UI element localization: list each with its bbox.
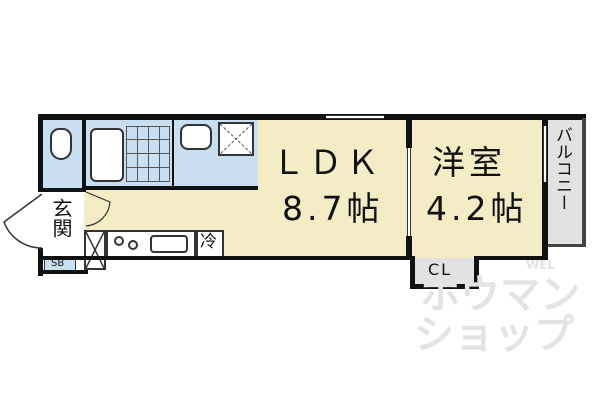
wall-bottom-right bbox=[476, 256, 546, 260]
laundry-pan-x bbox=[219, 123, 253, 155]
washroom-partition bbox=[172, 120, 174, 188]
entrance-label: 玄関 bbox=[46, 198, 76, 242]
watermark-small: WEL bbox=[526, 258, 556, 272]
closet-right-wall bbox=[474, 256, 479, 288]
balcony-label-text: バルコニー bbox=[552, 126, 572, 211]
western-room-name: 洋室 bbox=[432, 143, 506, 182]
partition-wall-lower bbox=[406, 236, 412, 258]
wall-bottom bbox=[38, 256, 414, 260]
wall-top bbox=[38, 114, 586, 120]
entrance-door-swing bbox=[3, 193, 43, 249]
stove-burner-icon bbox=[114, 236, 124, 246]
window-balcony-door bbox=[543, 126, 547, 182]
balcony-rail-bottom bbox=[548, 244, 586, 247]
closet-label: CL bbox=[428, 260, 453, 279]
sliding-door bbox=[407, 148, 411, 236]
ldk-room-name: ＬＤＫ bbox=[272, 143, 383, 182]
stove-burner-icon bbox=[128, 240, 138, 250]
balcony-label: バルコニー bbox=[552, 126, 579, 215]
fridge bbox=[196, 230, 224, 258]
western-room-size: 4.2帖 bbox=[426, 189, 528, 228]
western-room-floor bbox=[410, 118, 544, 258]
toilet-wall bbox=[82, 118, 86, 192]
wall-bottom-left bbox=[38, 270, 88, 274]
sink-icon bbox=[150, 235, 188, 253]
ldk-room-size: 8.7帖 bbox=[282, 189, 384, 228]
toilet-lower-wall bbox=[40, 188, 86, 192]
toilet-icon bbox=[50, 128, 72, 160]
closet-left-wall bbox=[410, 256, 415, 288]
window-ldk bbox=[326, 115, 384, 119]
closet-floor bbox=[414, 258, 476, 284]
wall-left-upper bbox=[38, 114, 43, 192]
watermark-line1: ホウマン bbox=[420, 272, 580, 318]
shoebox-label: SB bbox=[51, 258, 65, 269]
entrance-label-text: 玄関 bbox=[49, 198, 73, 238]
fridge-label: 冷 bbox=[200, 232, 217, 252]
closet-bottom-wall bbox=[410, 284, 479, 289]
balcony-floor bbox=[548, 118, 582, 246]
watermark-line2: ショップ bbox=[414, 312, 574, 358]
partition-wall bbox=[406, 118, 412, 148]
washbasin bbox=[180, 124, 212, 150]
wall-right bbox=[542, 114, 548, 260]
balcony-rail bbox=[582, 118, 586, 246]
bathtub bbox=[90, 128, 124, 182]
bath-floor-grid bbox=[126, 126, 170, 182]
bath-lower-wall bbox=[86, 186, 258, 190]
wall-left-lower bbox=[38, 248, 43, 276]
meter-box-x bbox=[85, 231, 105, 269]
interior-door-swing bbox=[85, 191, 111, 227]
